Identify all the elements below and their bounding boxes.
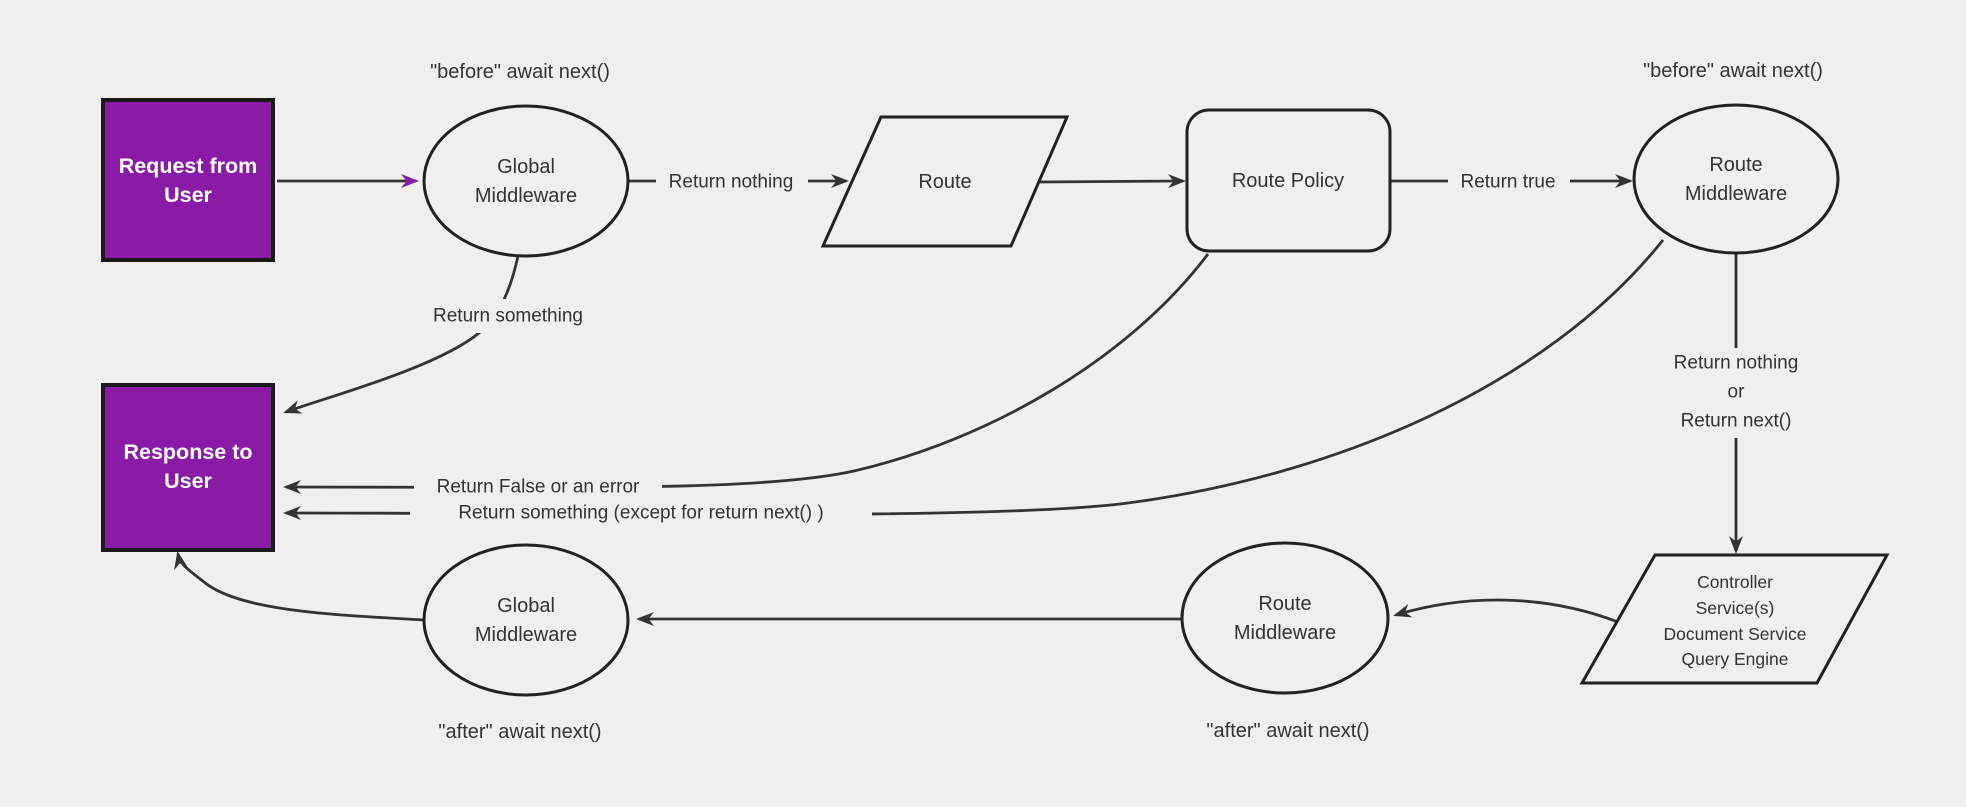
node-route-policy: Route Policy bbox=[1185, 108, 1392, 253]
edge-route-to-route-policy bbox=[1039, 174, 1186, 189]
edge-label-return-nothing-or-line3: Return next() bbox=[1681, 411, 1792, 432]
edge-label-return-nothing: Return nothing bbox=[669, 172, 794, 193]
node-response-to-user: Response to User bbox=[101, 383, 275, 552]
node-global-middleware-bottom: Global Middleware bbox=[422, 543, 630, 697]
global-middleware-bottom-label-line1: Global bbox=[497, 595, 555, 617]
edge-label-return-false-or-error: Return False or an error bbox=[437, 477, 640, 498]
route-middleware-top-label-line1: Route bbox=[1709, 154, 1762, 176]
edge-label-return-true: Return true bbox=[1460, 172, 1555, 193]
node-controller-services: Controller Service(s) Document Service Q… bbox=[1579, 553, 1890, 685]
response-box-shape bbox=[101, 383, 275, 552]
label-bg-return-nothing bbox=[656, 164, 808, 198]
controller-services-shape bbox=[1579, 553, 1890, 685]
node-route-middleware-top: Route Middleware bbox=[1632, 103, 1840, 255]
route-middleware-top-shape bbox=[1632, 103, 1840, 255]
edge-controller-to-route-middleware-bottom bbox=[1393, 598, 1619, 624]
node-route-middleware-bottom: Route Middleware bbox=[1180, 541, 1390, 695]
route-label: Route bbox=[918, 171, 971, 193]
route-middleware-bottom-label-line2: Middleware bbox=[1234, 622, 1336, 644]
edge-label-return-nothing-or-line1: Return nothing bbox=[1674, 353, 1799, 374]
annotation-before-await-top-left: "before" await next() bbox=[430, 61, 610, 83]
edge-label-return-something: Return something bbox=[433, 306, 583, 327]
node-request-from-user: Request from User bbox=[101, 98, 275, 262]
edge-route-policy-return-false bbox=[283, 253, 1210, 495]
request-box-label-line1: Request from bbox=[119, 154, 258, 178]
controller-label-line2: Service(s) bbox=[1696, 598, 1775, 618]
route-shape bbox=[820, 115, 1070, 248]
annotation-before-await-top-right: "before" await next() bbox=[1643, 60, 1823, 82]
controller-label-line3: Document Service bbox=[1664, 624, 1807, 644]
node-global-middleware-top: Global Middleware bbox=[422, 104, 630, 258]
label-bg-return-something-except bbox=[410, 495, 872, 531]
controller-label-line4: Query Engine bbox=[1681, 649, 1788, 669]
global-middleware-top-shape bbox=[422, 104, 630, 258]
edge-label-return-nothing-or-line2: or bbox=[1728, 382, 1746, 403]
edge-label-return-something-except: Return something (except for return next… bbox=[458, 503, 823, 524]
route-middleware-bottom-shape bbox=[1180, 541, 1390, 695]
controller-label-line1: Controller bbox=[1697, 572, 1773, 592]
request-box-shape bbox=[101, 98, 275, 262]
global-middleware-top-label-line2: Middleware bbox=[475, 185, 577, 207]
annotation-after-await-bottom-left: "after" await next() bbox=[438, 721, 601, 743]
label-bg-return-something bbox=[408, 299, 608, 333]
route-middleware-bottom-label-line1: Route bbox=[1258, 593, 1311, 615]
response-box-label-line1: Response to bbox=[123, 440, 252, 464]
global-middleware-top-label-line1: Global bbox=[497, 156, 555, 178]
route-middleware-top-label-line2: Middleware bbox=[1685, 183, 1787, 205]
edge-global-middleware-return-something bbox=[283, 255, 520, 414]
route-policy-label: Route Policy bbox=[1232, 170, 1344, 192]
response-box-label-line2: User bbox=[164, 469, 212, 493]
request-box-label-line2: User bbox=[164, 183, 212, 207]
label-bg-return-true bbox=[1448, 164, 1570, 198]
node-route: Route bbox=[820, 115, 1070, 248]
global-middleware-bottom-label-line2: Middleware bbox=[475, 624, 577, 646]
label-bg-return-nothing-or bbox=[1646, 348, 1826, 438]
annotation-after-await-bottom-right: "after" await next() bbox=[1206, 720, 1369, 742]
global-middleware-bottom-shape bbox=[422, 543, 630, 697]
route-policy-shape bbox=[1185, 108, 1392, 253]
edge-global-middleware-bottom-to-response bbox=[174, 551, 425, 622]
